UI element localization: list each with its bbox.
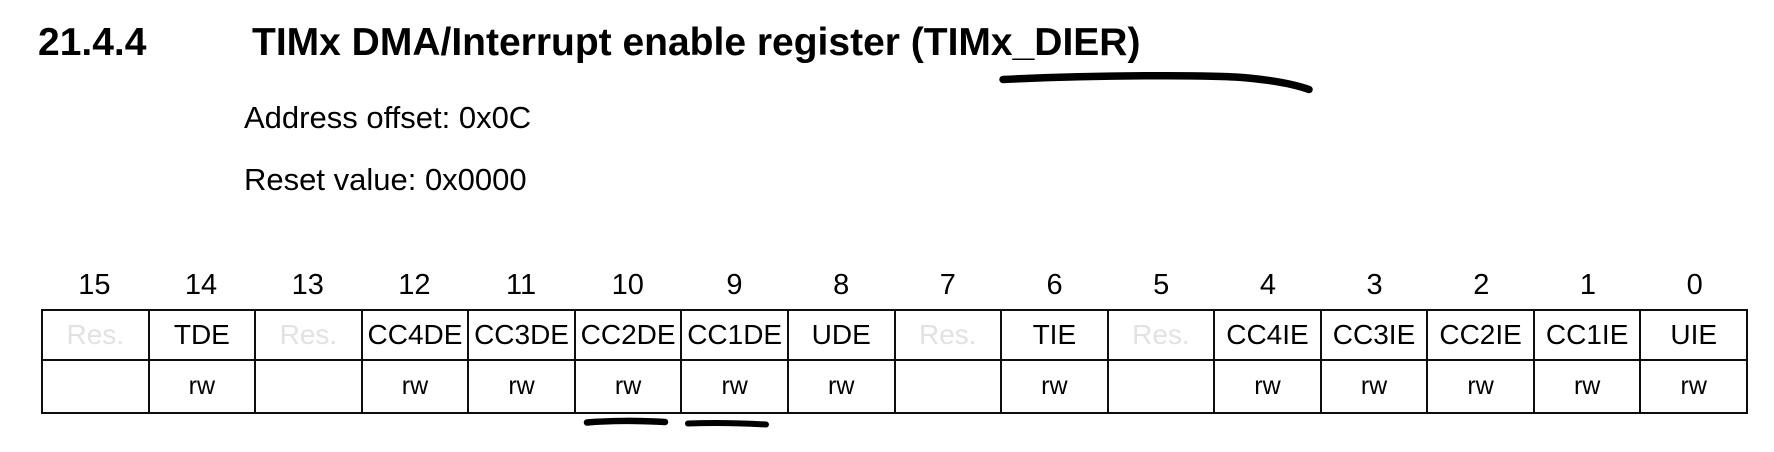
hand-drawn-underline-bit9 [685, 419, 769, 428]
bit-number-8: 8 [833, 269, 850, 301]
hand-drawn-underline-bit10 [583, 417, 669, 426]
bit-number-0: 0 [1686, 269, 1703, 301]
page-title: TIMx DMA/Interrupt enable register (TIMx… [252, 21, 1141, 64]
field-cell-bit8: UDE [786, 309, 896, 361]
reset-value-value: 0x0000 [424, 162, 527, 197]
field-cell-bit3: CC3IE [1319, 309, 1429, 361]
access-cell-bit11: rw [467, 359, 576, 414]
bit-number-13: 13 [291, 269, 324, 301]
bit-number-2: 2 [1473, 269, 1490, 301]
access-cell-bit12: rw [360, 359, 470, 414]
access-cell-bit2: rw [1426, 359, 1535, 414]
access-cell-bit14: rw [147, 359, 257, 414]
bit-number-1: 1 [1579, 269, 1597, 301]
field-cell-bit4: CC4IE [1213, 309, 1322, 361]
access-type-row: rw rw rw rw rw rw rw rw rw rw rw rw [41, 359, 1748, 414]
bit-number-14: 14 [184, 269, 218, 301]
register-bit-table: Res. TDE Res. CC4DE CC3DE CC2DE CC1DE UD… [41, 309, 1748, 414]
access-cell-bit0: rw [1639, 359, 1748, 414]
field-cell-bit0: UIE [1639, 309, 1748, 361]
field-cell-bit5: Res. [1106, 309, 1216, 361]
field-cell-bit15: Res. [41, 309, 150, 361]
access-cell-bit1: rw [1532, 359, 1642, 414]
address-offset-value: 0x0C [458, 100, 532, 135]
bit-number-5: 5 [1153, 269, 1170, 301]
field-cell-bit11: CC3DE [467, 309, 576, 361]
reset-value-label: Reset value: [244, 162, 425, 197]
access-cell-bit5 [1106, 359, 1216, 414]
bit-number-3: 3 [1366, 269, 1383, 301]
field-cell-bit2: CC2IE [1426, 309, 1535, 361]
access-cell-bit10: rw [573, 359, 683, 414]
bit-number-11: 11 [506, 269, 537, 301]
section-number: 21.4.4 [38, 21, 147, 64]
bit-number-6: 6 [1046, 269, 1063, 301]
field-name-row: Res. TDE Res. CC4DE CC3DE CC2DE CC1DE UD… [41, 309, 1748, 361]
field-cell-bit13: Res. [254, 309, 363, 361]
bit-number-row: 15 14 13 12 11 10 9 8 7 6 5 4 3 2 1 0 [41, 268, 1748, 302]
bit-number-10: 10 [611, 269, 644, 301]
bit-number-12: 12 [398, 269, 431, 301]
address-offset-label: Address offset: [244, 100, 459, 135]
field-cell-bit12: CC4DE [360, 309, 470, 361]
access-cell-bit7 [893, 359, 1003, 414]
section-heading: 21.4.4 TIMx DMA/Interrupt enable registe… [38, 20, 1140, 66]
field-cell-bit10: CC2DE [573, 309, 683, 361]
access-cell-bit15 [41, 359, 150, 414]
access-cell-bit4: rw [1213, 359, 1322, 414]
field-cell-bit9: CC1DE [680, 309, 789, 361]
field-cell-bit6: TIE [1000, 309, 1109, 361]
field-cell-bit7: Res. [893, 309, 1003, 361]
field-cell-bit1: CC1IE [1532, 309, 1642, 361]
field-cell-bit14: TDE [147, 309, 257, 361]
hand-drawn-underline-title [999, 71, 1313, 94]
access-cell-bit6: rw [1000, 359, 1109, 414]
bit-number-9: 9 [726, 269, 743, 301]
access-cell-bit9: rw [680, 359, 789, 414]
bit-number-15: 15 [78, 269, 111, 301]
access-cell-bit8: rw [786, 359, 896, 414]
access-cell-bit3: rw [1319, 359, 1429, 414]
bit-number-4: 4 [1259, 269, 1276, 301]
reset-value-line: Reset value: 0x0000 [244, 160, 527, 200]
access-cell-bit13 [254, 359, 363, 414]
address-offset-line: Address offset: 0x0C [244, 98, 531, 138]
bit-number-7: 7 [939, 269, 956, 301]
